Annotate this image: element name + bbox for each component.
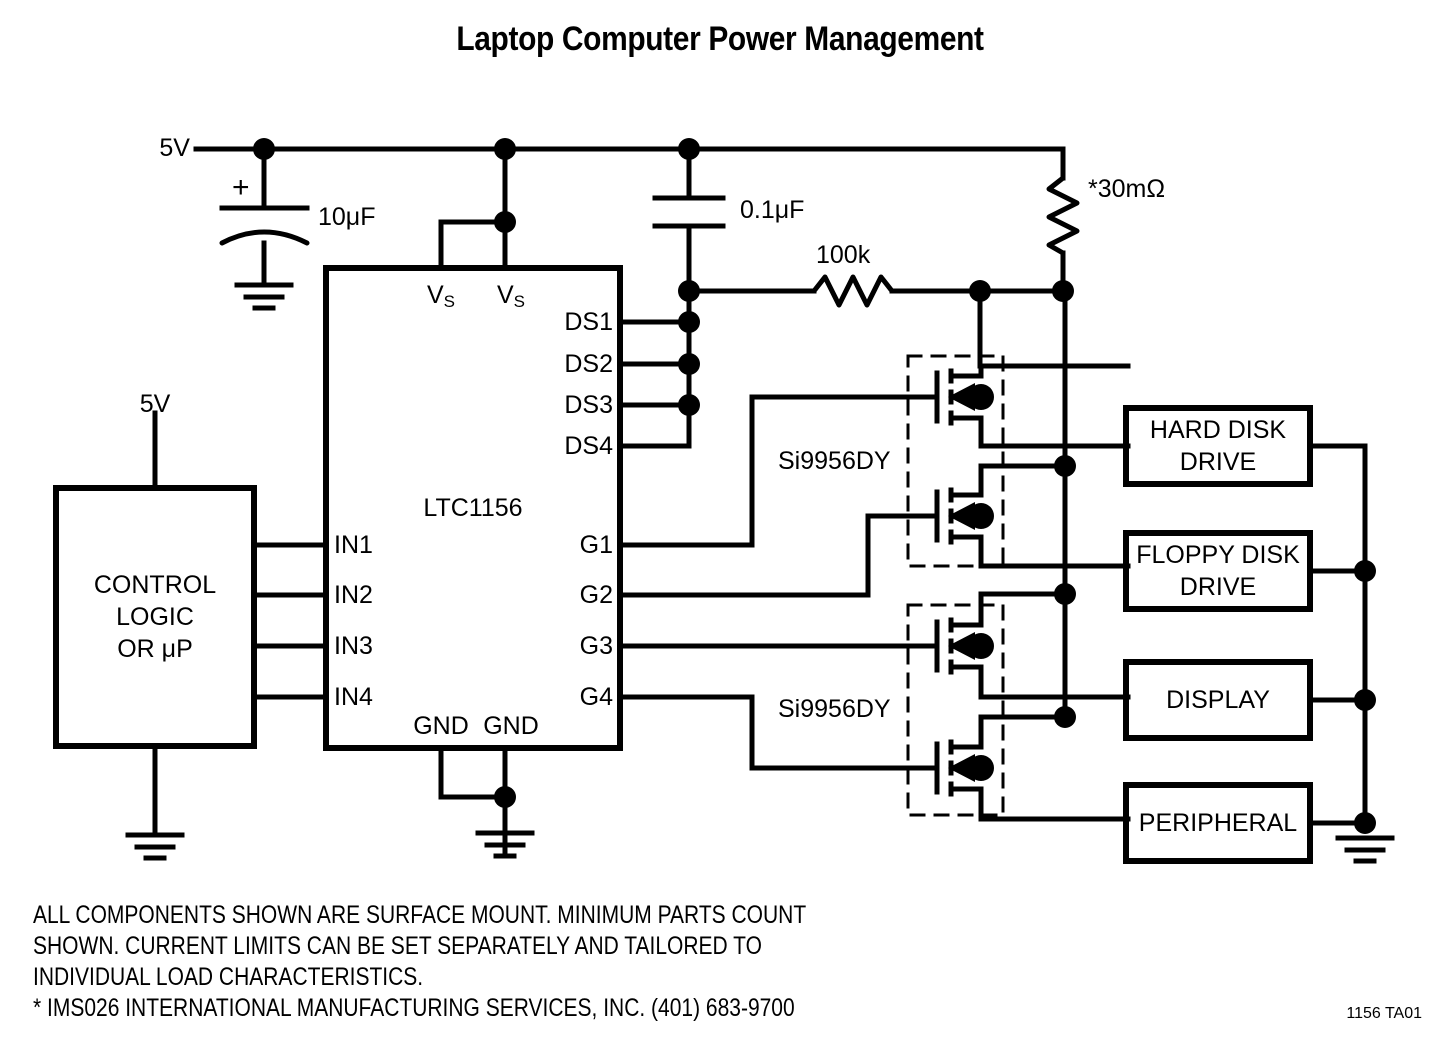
load-label-peripheral: PERIPHERAL	[1138, 809, 1298, 837]
page-title: Laptop Computer Power Management	[456, 20, 984, 58]
label-logic-5v: 5V	[139, 390, 171, 418]
label-cap-polarity: +	[232, 171, 250, 204]
ic-pin-gnd-left: GND	[413, 712, 469, 740]
ic-pin-vs-left: VS	[426, 281, 456, 311]
label-sense-resistor: *30mΩ	[1088, 175, 1166, 203]
ic-pin-g1: G1	[579, 531, 613, 559]
ic-pin-vs-right: VS	[496, 281, 526, 311]
label-pullup-resistor: 100k	[816, 241, 871, 269]
ic-pin-g3: G3	[579, 632, 613, 660]
ic-pin-ds1: DS1	[564, 308, 613, 336]
ic-pin-ds4: DS4	[564, 432, 613, 460]
ic-pin-in2: IN2	[334, 581, 373, 609]
ic-pin-in1: IN1	[334, 531, 373, 559]
footnotes: ALL COMPONENTS SHOWN ARE SURFACE MOUNT. …	[33, 901, 807, 1022]
ic-pin-in4: IN4	[334, 683, 373, 711]
load-label-display: DISPLAY	[1166, 686, 1270, 714]
ic-part-number: LTC1156	[423, 494, 523, 522]
ic-pin-ds2: DS2	[564, 350, 613, 378]
ic-pin-gnd-right: GND	[483, 712, 539, 740]
label-5v-rail: 5V	[159, 134, 190, 162]
document-id: 1156 TA01	[1346, 1005, 1422, 1022]
ic-pin-ds3: DS3	[564, 391, 613, 419]
label-bypass-capacitor: 0.1μF	[740, 196, 805, 224]
label-bulk-capacitor: 10μF	[318, 203, 376, 231]
ic-pin-g4: G4	[579, 683, 613, 711]
junction-dots	[253, 138, 1376, 834]
label-mosfet-pair-top: Si9956DY	[778, 447, 891, 475]
label-mosfet-pair-bottom: Si9956DY	[778, 695, 891, 723]
body-diode-arrows	[948, 383, 975, 782]
ic-pin-g2: G2	[579, 581, 613, 609]
ic-pin-in3: IN3	[334, 632, 373, 660]
